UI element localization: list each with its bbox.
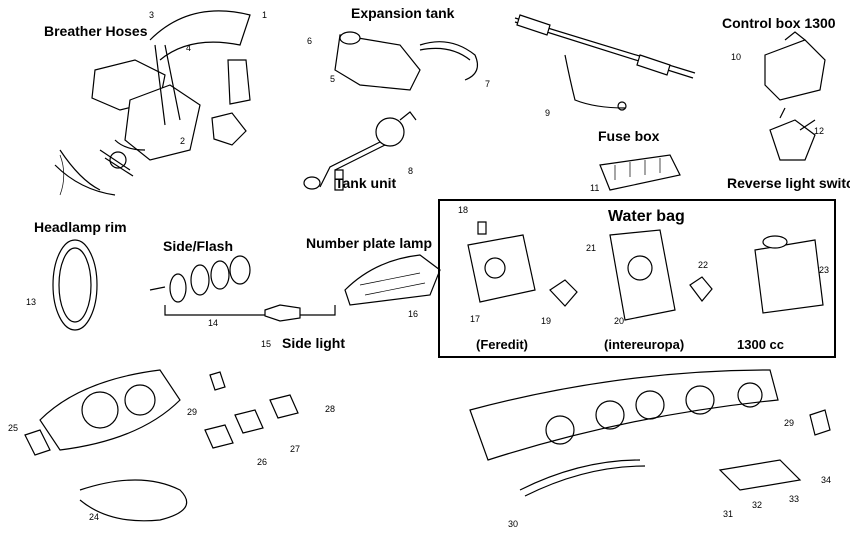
callout-9: 9	[545, 108, 551, 118]
water-bag-box	[438, 199, 836, 358]
callout-25: 25	[8, 423, 19, 433]
headlamp-rim-title: Headlamp rim	[34, 219, 127, 235]
callout-5: 5	[330, 74, 336, 84]
control-box-title: Control box 1300	[722, 15, 836, 31]
callout-27: 27	[290, 444, 301, 454]
callout-29-right: 29	[784, 418, 795, 428]
callout-18: 18	[458, 205, 469, 215]
callout-8: 8	[408, 166, 414, 176]
intereuropa-label: (intereuropa)	[604, 337, 685, 352]
callout-29-left: 29	[187, 407, 198, 417]
callout-22: 22	[698, 260, 709, 270]
water-bag-title: Water bag	[608, 208, 685, 225]
callout-20: 20	[614, 316, 625, 326]
feredit-label: (Feredit)	[476, 337, 528, 352]
callout-33: 33	[789, 494, 800, 504]
side-light-title: Side light	[282, 335, 345, 351]
cc1300-label: 1300 cc	[737, 337, 784, 352]
callout-21: 21	[586, 243, 597, 253]
expansion-tank-title: Expansion tank	[351, 5, 455, 21]
water-bag-drawing	[467, 221, 824, 321]
callout-30: 30	[508, 519, 519, 529]
fuse-box-title: Fuse box	[598, 128, 660, 144]
tank-unit-drawing	[303, 111, 417, 191]
callout-19: 19	[541, 316, 552, 326]
dash-panel-left-drawing	[24, 369, 299, 522]
callout-12: 12	[814, 126, 825, 136]
callout-26: 26	[257, 457, 268, 467]
reverse-switch-drawing	[769, 107, 816, 161]
callout-7: 7	[485, 79, 491, 89]
steering-rack-drawing	[514, 14, 696, 111]
reverse-light-switch-title: Reverse light switch	[727, 175, 850, 191]
tank-unit-title: Tank unit	[335, 175, 397, 191]
breather-hoses-drawing	[54, 10, 251, 196]
fuse-box-drawing	[599, 154, 681, 191]
callout-3: 3	[149, 10, 155, 20]
number-plate-lamp-drawing	[344, 254, 441, 306]
callout-11: 11	[590, 183, 600, 193]
callout-1: 1	[262, 10, 268, 20]
headlamp-rim-drawing	[52, 239, 98, 331]
callout-24: 24	[89, 512, 100, 522]
callout-31: 31	[723, 509, 734, 519]
callout-28: 28	[325, 404, 336, 414]
side-flash-title: Side/Flash	[163, 238, 234, 254]
callout-2: 2	[180, 136, 186, 146]
dash-panel-right-drawing	[469, 369, 831, 497]
callout-17: 17	[470, 314, 481, 324]
callout-32: 32	[752, 500, 763, 510]
breather-hoses-title: Breather Hoses	[44, 23, 148, 39]
side-flash-drawing	[149, 255, 336, 322]
callout-14: 14	[208, 318, 219, 328]
number-plate-lamp-title: Number plate lamp	[306, 235, 433, 251]
callout-10: 10	[731, 52, 742, 62]
callout-13: 13	[26, 297, 37, 307]
callout-23: 23	[819, 265, 830, 275]
expansion-tank-drawing	[334, 31, 478, 91]
control-box-drawing	[764, 31, 826, 101]
callout-15: 15	[261, 339, 272, 349]
callout-16: 16	[408, 309, 419, 319]
callout-6: 6	[307, 36, 313, 46]
callout-34: 34	[821, 475, 832, 485]
callout-4: 4	[186, 43, 192, 53]
